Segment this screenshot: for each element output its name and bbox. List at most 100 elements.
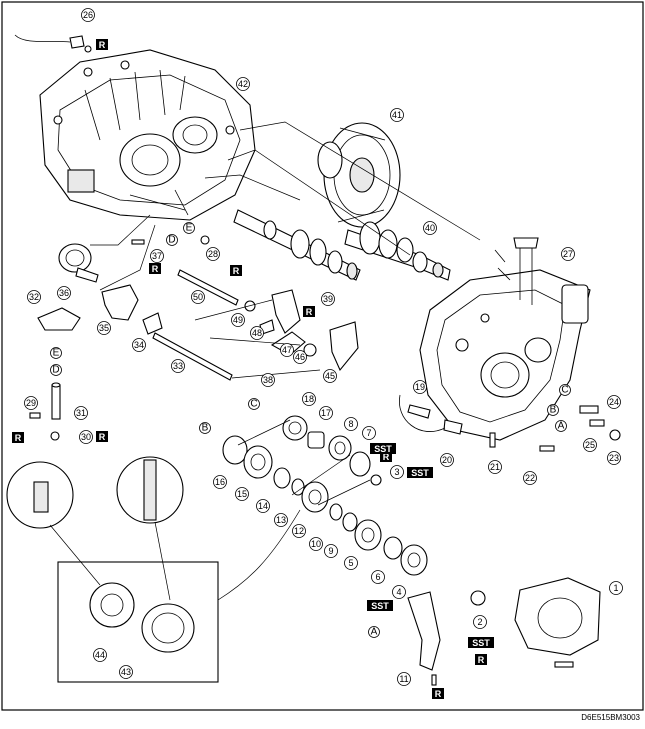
svg-text:D: D	[168, 235, 175, 246]
secondary-shaft-drawing	[344, 221, 451, 281]
callout-35: 35	[97, 321, 111, 335]
svg-text:4: 4	[396, 587, 401, 597]
callout-15: 15	[235, 487, 249, 501]
svg-text:7: 7	[366, 428, 371, 438]
svg-text:SST: SST	[411, 468, 429, 478]
svg-text:33: 33	[173, 361, 183, 371]
svg-text:2: 2	[477, 617, 482, 627]
callout-11: 11	[397, 672, 411, 686]
svg-text:49: 49	[233, 315, 243, 325]
callout-42: 42	[236, 77, 250, 91]
replace-tag: R	[96, 431, 108, 442]
svg-text:24: 24	[609, 397, 619, 407]
callout-19: 19	[413, 380, 427, 394]
svg-text:32: 32	[29, 292, 39, 302]
svg-text:R: R	[152, 264, 159, 274]
callout-45: 45	[323, 369, 337, 383]
letter-d-marker: D	[166, 234, 178, 246]
callout-17: 17	[319, 406, 333, 420]
callout-30: 30	[79, 430, 93, 444]
callout-48: 48	[250, 326, 264, 340]
svg-text:44: 44	[95, 650, 105, 660]
svg-text:12: 12	[294, 526, 304, 536]
assembly-line-1	[239, 121, 481, 241]
svg-text:E: E	[186, 223, 193, 234]
callout-24: 24	[607, 395, 621, 409]
letter-c-marker: C	[248, 398, 260, 410]
detail-inset	[6, 456, 301, 683]
svg-text:C: C	[250, 399, 257, 410]
svg-text:35: 35	[99, 323, 109, 333]
svg-text:6: 6	[375, 572, 380, 582]
svg-text:R: R	[478, 655, 485, 665]
callout-18: 18	[302, 392, 316, 406]
callout-39: 39	[321, 292, 335, 306]
svg-text:28: 28	[208, 249, 218, 259]
svg-text:46: 46	[295, 352, 305, 362]
svg-text:30: 30	[81, 432, 91, 442]
svg-text:37: 37	[152, 251, 162, 261]
svg-text:R: R	[306, 307, 313, 317]
svg-text:22: 22	[525, 473, 535, 483]
svg-text:SST: SST	[472, 638, 490, 648]
part-number-callouts: 1 2 3 4 5 6 7 8 9 10 11 12 13 14 15 16 1…	[24, 8, 623, 686]
svg-text:10: 10	[311, 539, 321, 549]
callout-38: 38	[261, 373, 275, 387]
svg-text:15: 15	[237, 489, 247, 499]
svg-text:A: A	[558, 421, 565, 432]
callout-1: 1	[609, 581, 623, 595]
callout-29: 29	[24, 396, 38, 410]
letter-c-marker: C	[559, 384, 571, 396]
letter-a-marker: A	[555, 420, 567, 432]
callout-43: 43	[119, 665, 133, 679]
svg-text:45: 45	[325, 371, 335, 381]
callout-9: 9	[324, 544, 338, 558]
svg-text:36: 36	[59, 288, 69, 298]
replacement-tags: R R R R R R R R R SST SST SST SST	[12, 39, 494, 699]
callout-8: 8	[344, 417, 358, 431]
letter-b-marker: B	[199, 422, 211, 434]
svg-text:R: R	[15, 433, 22, 443]
svg-text:C: C	[561, 385, 568, 396]
replace-tag: R	[432, 688, 444, 699]
callout-34: 34	[132, 338, 146, 352]
replace-tag: R	[380, 451, 392, 462]
assembly-line-4	[90, 214, 151, 246]
callout-25: 25	[583, 438, 597, 452]
svg-text:B: B	[550, 405, 557, 416]
callout-27: 27	[561, 247, 575, 261]
svg-text:SST: SST	[371, 601, 389, 611]
svg-text:B: B	[202, 423, 209, 434]
svg-text:R: R	[435, 689, 442, 699]
svg-text:27: 27	[563, 249, 573, 259]
svg-text:A: A	[371, 627, 378, 638]
callout-26: 26	[81, 8, 95, 22]
svg-text:38: 38	[263, 375, 273, 385]
svg-text:20: 20	[442, 455, 452, 465]
replace-tag: R	[149, 263, 161, 274]
svg-text:14: 14	[258, 501, 268, 511]
callout-40: 40	[423, 221, 437, 235]
callout-49: 49	[231, 313, 245, 327]
callout-6: 6	[371, 570, 385, 584]
callout-2: 2	[473, 615, 487, 629]
sst-tag: SST	[468, 637, 494, 648]
diagram-code: D6E515BM3003	[581, 713, 640, 722]
svg-text:R: R	[99, 40, 106, 50]
callout-32: 32	[27, 290, 41, 304]
svg-text:50: 50	[193, 292, 203, 302]
callout-28: 28	[206, 247, 220, 261]
replace-tag: R	[475, 654, 487, 665]
sst-tag: SST	[370, 443, 396, 454]
callout-31: 31	[74, 406, 88, 420]
callout-10: 10	[309, 537, 323, 551]
callout-5: 5	[344, 556, 358, 570]
svg-text:SST: SST	[374, 444, 392, 454]
sst-tag: SST	[367, 600, 393, 611]
assembly-line-2	[227, 149, 411, 256]
letter-a-marker: A	[368, 626, 380, 638]
svg-text:8: 8	[348, 419, 353, 429]
callout-47: 47	[280, 343, 294, 357]
assembly-line-3	[204, 174, 301, 201]
